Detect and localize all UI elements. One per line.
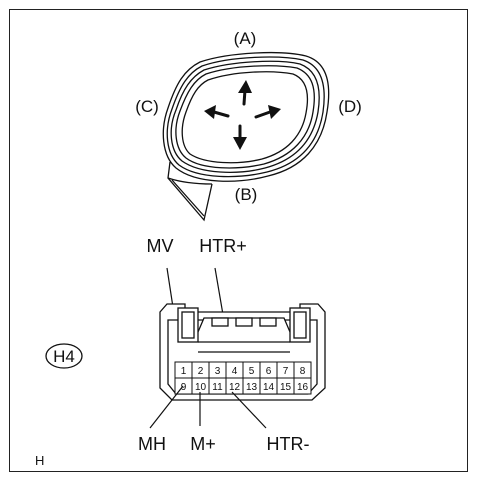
label-a: (A) bbox=[234, 29, 257, 48]
label-c: (C) bbox=[135, 97, 159, 116]
pin-grid bbox=[174, 361, 312, 395]
pin-14: 14 bbox=[263, 382, 275, 393]
wire-label-htr-minus: HTR- bbox=[267, 434, 310, 454]
corner-label: H bbox=[35, 453, 44, 468]
direction-arrows bbox=[204, 80, 281, 150]
pin-6: 6 bbox=[266, 366, 272, 377]
pin-3: 3 bbox=[215, 366, 221, 377]
connector-code-badge: H4 bbox=[45, 343, 83, 369]
leader-lines-bottom bbox=[149, 385, 267, 429]
pin-15: 15 bbox=[280, 382, 292, 393]
pin-12: 12 bbox=[229, 382, 241, 393]
pin-10: 10 bbox=[195, 382, 207, 393]
pin-16: 16 bbox=[297, 382, 309, 393]
wire-label-htr-plus: HTR+ bbox=[199, 236, 247, 256]
wire-label-mv: MV bbox=[147, 236, 174, 256]
pin-4: 4 bbox=[232, 366, 238, 377]
mirror-illustration bbox=[162, 51, 330, 222]
wire-label-mh: MH bbox=[138, 434, 166, 454]
label-d: (D) bbox=[338, 97, 362, 116]
label-b: (B) bbox=[235, 185, 258, 204]
wire-label-m-plus: M+ bbox=[190, 434, 216, 454]
pin-1: 1 bbox=[181, 366, 187, 377]
pin-11: 11 bbox=[212, 382, 223, 393]
pins-bottom-row: 9 10 11 12 13 14 15 16 bbox=[181, 382, 309, 393]
pin-9: 9 bbox=[181, 382, 187, 393]
pin-8: 8 bbox=[300, 366, 306, 377]
pin-13: 13 bbox=[246, 382, 258, 393]
connector-code: H4 bbox=[53, 347, 75, 366]
pin-2: 2 bbox=[198, 366, 204, 377]
pin-7: 7 bbox=[283, 366, 289, 377]
pin-5: 5 bbox=[249, 366, 255, 377]
